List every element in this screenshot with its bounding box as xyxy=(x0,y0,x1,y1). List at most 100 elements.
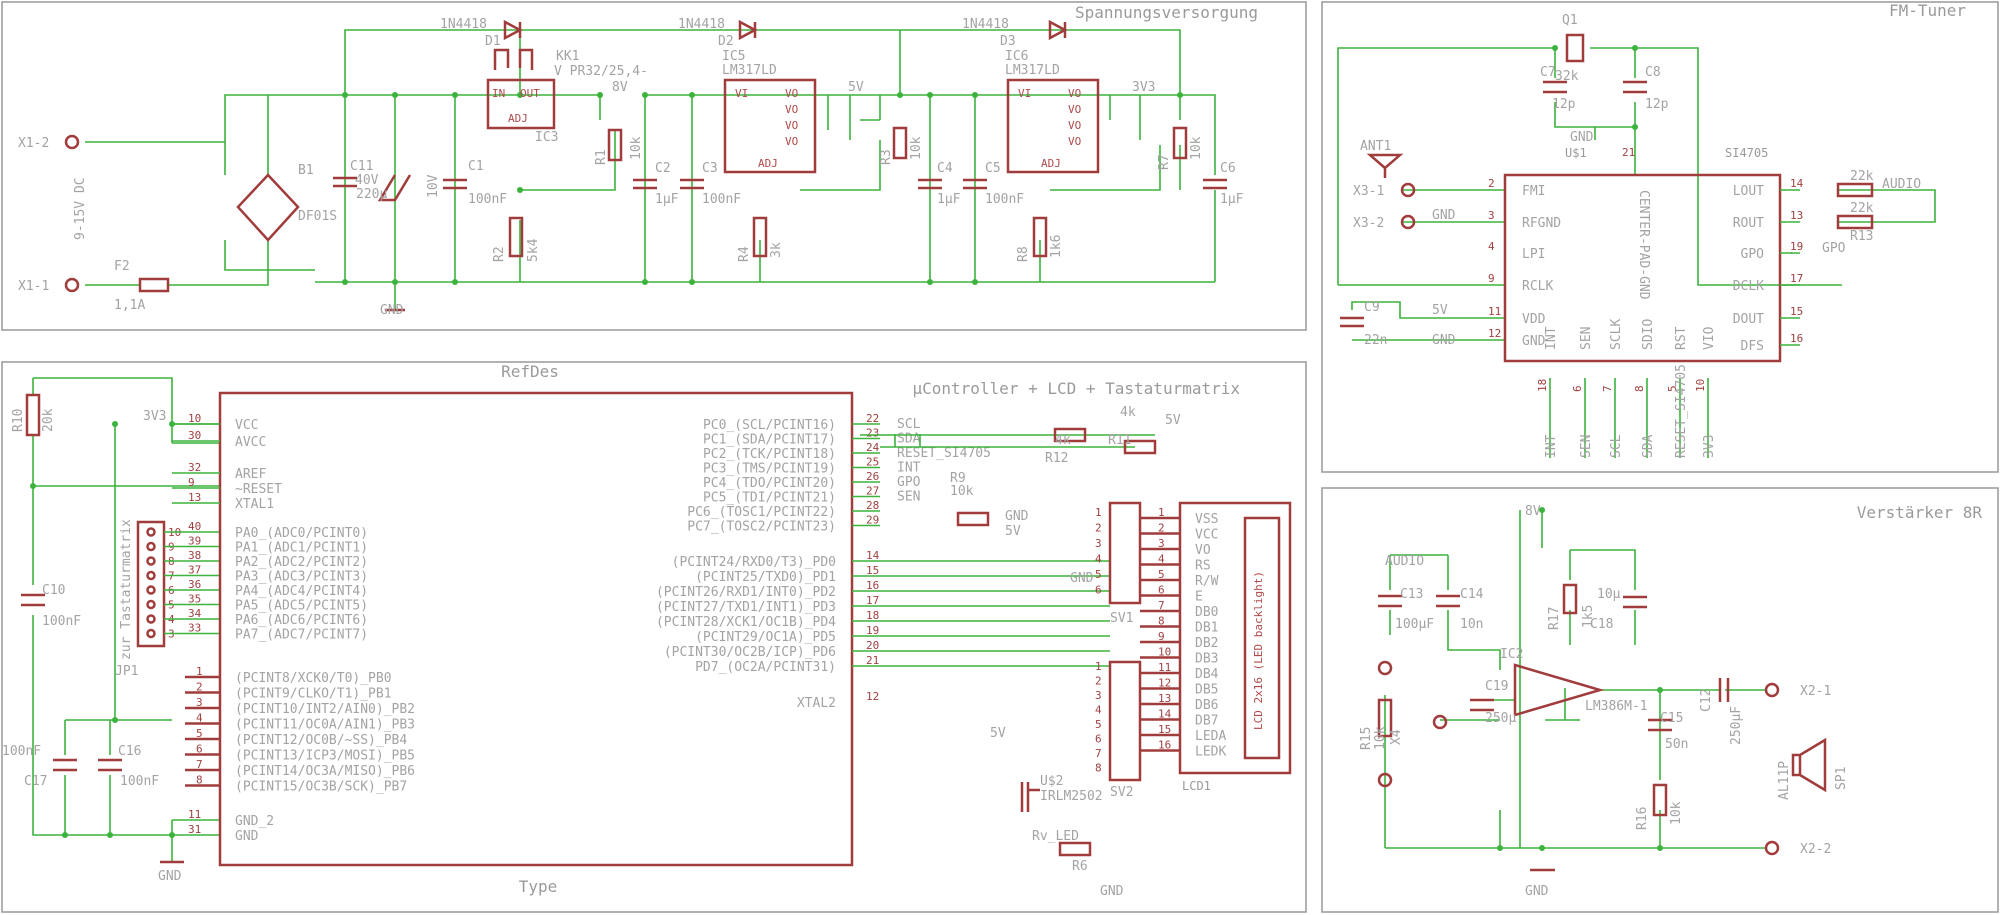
si-pin-sen: SEN xyxy=(1579,327,1594,350)
label-tuner-5v: 5V xyxy=(1432,303,1448,318)
sv1-pin-num: 5 xyxy=(1095,568,1102,581)
mcu-pin-num: 4 xyxy=(196,712,203,725)
frame-tuner xyxy=(1321,1,1999,473)
label-c11: C11 xyxy=(350,159,373,174)
label-c3: C3 xyxy=(702,161,718,176)
label-kk1: KK1 xyxy=(556,49,579,64)
mcu-pin-num: 3 xyxy=(196,696,203,709)
si-pin-rfgnd: RFGND xyxy=(1522,216,1561,231)
mcu-pin-num: 9 xyxy=(188,476,195,489)
mcu-pin-num: 5 xyxy=(196,727,203,740)
label-rv-led: Rv_LED xyxy=(1032,829,1079,844)
label-supply-gnd: GND xyxy=(380,303,404,318)
sv2-pin-num: 4 xyxy=(1095,704,1102,717)
mcu-pin-num: 28 xyxy=(866,499,879,512)
label-sv2: SV2 xyxy=(1110,785,1133,800)
label-r12-value: 4k xyxy=(1055,433,1071,448)
lcd-pin-db2: DB2 xyxy=(1195,636,1218,651)
mcu-pin-pb6: (PCINT14/OC3A/MISO)_PB6 xyxy=(235,764,415,779)
label-ic5-adj: ADJ xyxy=(758,157,778,170)
label-zur-tastatur: zur Tastaturmatrix xyxy=(119,519,134,660)
label-c8-value: 12p xyxy=(1645,97,1669,112)
sv2-header xyxy=(1108,660,1142,782)
label-d2-value: 1N4418 xyxy=(678,17,725,32)
label-c6-value: 1µF xyxy=(1220,192,1244,207)
si-pin-vio: VIO xyxy=(1702,326,1717,350)
si-pin-gpo: GPO xyxy=(1741,247,1765,262)
label-c5-value: 100nF xyxy=(985,192,1024,207)
si-pin-num: 10 xyxy=(1694,379,1707,392)
mcu-net-label: INT xyxy=(897,461,921,476)
pin-21: 21 xyxy=(1622,146,1635,159)
mcu-pin-pd1: (PCINT25/TXD0)_PD1 xyxy=(695,570,836,585)
label-c4-value: 1µF xyxy=(937,192,961,207)
lcd-pin-num: 8 xyxy=(1158,615,1165,628)
label-c13: C13 xyxy=(1400,587,1423,602)
label-ic5-vo3: VO xyxy=(785,119,798,132)
mcu-pin-pd7: PD7_(OC2A/PCINT31) xyxy=(695,660,836,675)
lcd-pin-db4: DB4 xyxy=(1195,667,1219,682)
label-tuner-gnd: GND xyxy=(1570,130,1594,145)
lcd-pin-db3: DB3 xyxy=(1195,652,1218,667)
label-ic6-vo3: VO xyxy=(1068,119,1081,132)
label-x1-2: X1-2 xyxy=(18,136,49,151)
lcd-pin-num: 14 xyxy=(1158,708,1172,721)
label-r9-5v: 5V xyxy=(1005,524,1021,539)
label-c7-value: 12p xyxy=(1552,97,1576,112)
ic6-lm317 xyxy=(1006,78,1100,174)
lcd-pin-num: 1 xyxy=(1158,506,1165,519)
label-r16: R16 xyxy=(1635,807,1650,830)
mcu-pin-pa4: PA4_(ADC4/PCINT4) xyxy=(235,584,368,599)
label-r17: R17 xyxy=(1547,607,1562,630)
label-c10-value: 100nF xyxy=(42,614,81,629)
label-r16-value: 10k xyxy=(1669,801,1684,825)
label-3v3: 3V3 xyxy=(1132,80,1155,95)
mcu-pin-aref: AREF xyxy=(235,467,266,482)
lcd-pin-vss: VSS xyxy=(1195,512,1218,527)
mcu-pin-num: 34 xyxy=(188,607,202,620)
label-c14-value: 10n xyxy=(1460,617,1483,632)
sv1-header xyxy=(1108,501,1142,605)
tuner-section: Q1 C7 32k 12p C8 12p GND 21 U$1 SI4705 C… xyxy=(1337,13,1936,458)
mcu-pin-pa1: PA1_(ADC1/PCINT1) xyxy=(235,541,368,556)
mcu-pin-pb1: (PCINT9/CLKO/T1)_PB1 xyxy=(235,687,392,702)
mcu-pin-num: 33 xyxy=(188,622,201,635)
lcd-pin-db0: DB0 xyxy=(1195,605,1218,620)
si-pin-num: 5 xyxy=(1666,385,1679,392)
si-pin-gnd: GND xyxy=(1522,334,1546,349)
label-c8: C8 xyxy=(1645,65,1661,80)
mcu-pin-pc1: PC1_(SDA/PCINT17) xyxy=(703,433,836,448)
sv2-pin-num: 7 xyxy=(1095,747,1102,760)
label-c5: C5 xyxy=(985,161,1001,176)
mcu-pin-num: 17 xyxy=(866,594,879,607)
label-r15-value: 10k xyxy=(1373,726,1388,750)
label-si4705: SI4705 xyxy=(1725,146,1768,160)
label-ic2: IC2 xyxy=(1500,647,1523,662)
mcu-pin-num: 35 xyxy=(188,593,201,606)
label-c2: C2 xyxy=(655,161,671,176)
mcu-pin-num: 36 xyxy=(188,578,201,591)
mcu-pin-num: 14 xyxy=(866,549,880,562)
mcu-net-label: SDA xyxy=(897,432,921,447)
label-ic5-vi: VI xyxy=(735,87,748,100)
lcd-pin-num: 10 xyxy=(1158,646,1171,659)
label-c9-value: 22n xyxy=(1364,333,1387,348)
sv1-pin-num: 3 xyxy=(1095,537,1102,550)
mcu-pin-avcc: AVCC xyxy=(235,435,266,450)
label-c12: C12 xyxy=(1699,689,1714,712)
sv1-pin-num: 2 xyxy=(1095,522,1102,535)
mcu-pin-xtal1: XTAL1 xyxy=(235,497,274,512)
lcd-pin-rs: RS xyxy=(1195,559,1211,574)
label-al11p: AL11P xyxy=(1777,761,1792,800)
label-c11-value: 220µ xyxy=(356,187,387,202)
label-r3: R3 xyxy=(879,149,894,165)
label-ic6-vo2: VO xyxy=(1068,103,1081,116)
si-pin-sclk: SCLK xyxy=(1609,319,1624,350)
label-x4: X4 xyxy=(1389,729,1404,745)
label-df01s: DF01S xyxy=(298,209,337,224)
label-x3-1: X3-1 xyxy=(1353,184,1384,199)
label-r9: R9 xyxy=(950,471,966,486)
sv1-pin-num: 4 xyxy=(1095,553,1102,566)
mcu-pin-pc4: PC4_(TDO/PCINT20) xyxy=(703,476,836,491)
label-x2-1: X2-1 xyxy=(1800,684,1831,699)
